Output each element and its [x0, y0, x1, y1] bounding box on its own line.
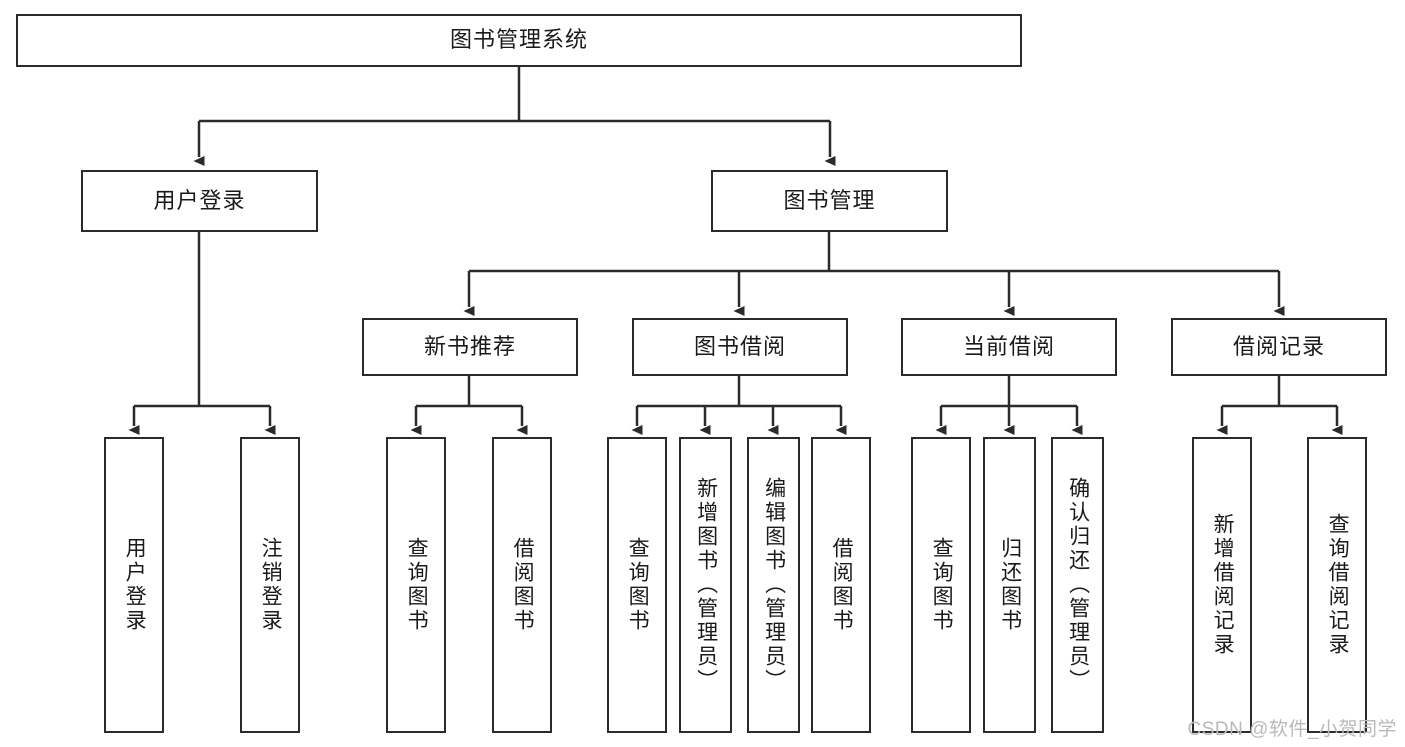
node-new-book-recommend[interactable]: 新书推荐 [362, 318, 578, 376]
node-leaf-return-book[interactable]: 归还图书 [983, 437, 1036, 733]
node-label: 查询图书 [930, 537, 954, 633]
node-label: 图书管理 [783, 187, 876, 213]
edge-group-bookborrow-to-leaves [631, 376, 847, 435]
node-label: 确认归还（管理员） [1066, 477, 1090, 693]
node-root-book-management-system[interactable]: 图书管理系统 [16, 14, 1022, 67]
node-label: 查询图书 [405, 537, 429, 633]
node-leaf-borrow-book-recommend[interactable]: 借阅图书 [492, 437, 552, 733]
node-leaf-query-borrow-record[interactable]: 查询借阅记录 [1307, 437, 1367, 733]
node-current-borrow[interactable]: 当前借阅 [901, 318, 1117, 376]
node-leaf-user-login[interactable]: 用户登录 [104, 437, 164, 733]
node-leaf-query-book-recommend[interactable]: 查询图书 [386, 437, 446, 733]
node-label: 查询图书 [626, 537, 650, 633]
node-label: 图书借阅 [693, 333, 786, 359]
node-label: 归还图书 [998, 537, 1022, 633]
edge-group-userlogin-to-leaves [128, 232, 276, 435]
node-label: 用户登录 [123, 537, 147, 633]
node-label: 用户登录 [153, 187, 246, 213]
node-book-borrow[interactable]: 图书借阅 [632, 318, 848, 376]
watermark-text: CSDN @软件_小贺同学 [1187, 719, 1397, 740]
node-label: 借阅图书 [830, 537, 854, 633]
node-label: 图书管理系统 [449, 27, 588, 53]
node-label: 新增图书（管理员） [694, 477, 718, 693]
edge-group-root-to-level2 [193, 67, 836, 166]
node-leaf-logout-login[interactable]: 注销登录 [240, 437, 300, 733]
node-leaf-query-book-borrow[interactable]: 查询图书 [607, 437, 667, 733]
node-leaf-query-book-current[interactable]: 查询图书 [911, 437, 971, 733]
node-label: 编辑图书（管理员） [762, 477, 786, 693]
node-label: 新增借阅记录 [1211, 513, 1235, 657]
edge-group-borrowrecord-to-leaves [1216, 376, 1343, 435]
node-leaf-confirm-return-admin[interactable]: 确认归还（管理员） [1051, 437, 1104, 733]
node-user-login[interactable]: 用户登录 [81, 170, 318, 232]
node-leaf-add-book-admin[interactable]: 新增图书（管理员） [679, 437, 732, 733]
node-label: 新书推荐 [423, 333, 516, 359]
edge-group-bookmgmt-to-level3 [463, 232, 1285, 316]
node-label: 借阅记录 [1232, 333, 1325, 359]
node-label: 查询借阅记录 [1326, 513, 1350, 657]
edge-group-newbook-to-leaves [410, 376, 528, 435]
node-leaf-add-borrow-record[interactable]: 新增借阅记录 [1192, 437, 1252, 733]
node-label: 当前借阅 [962, 333, 1055, 359]
node-leaf-edit-book-admin[interactable]: 编辑图书（管理员） [747, 437, 800, 733]
node-label: 借阅图书 [511, 537, 535, 633]
node-borrow-record[interactable]: 借阅记录 [1171, 318, 1387, 376]
edge-group-currentborrow-to-leaves [935, 376, 1083, 435]
node-label: 注销登录 [259, 537, 283, 633]
node-leaf-borrow-book-borrow[interactable]: 借阅图书 [811, 437, 871, 733]
node-book-management[interactable]: 图书管理 [711, 170, 948, 232]
